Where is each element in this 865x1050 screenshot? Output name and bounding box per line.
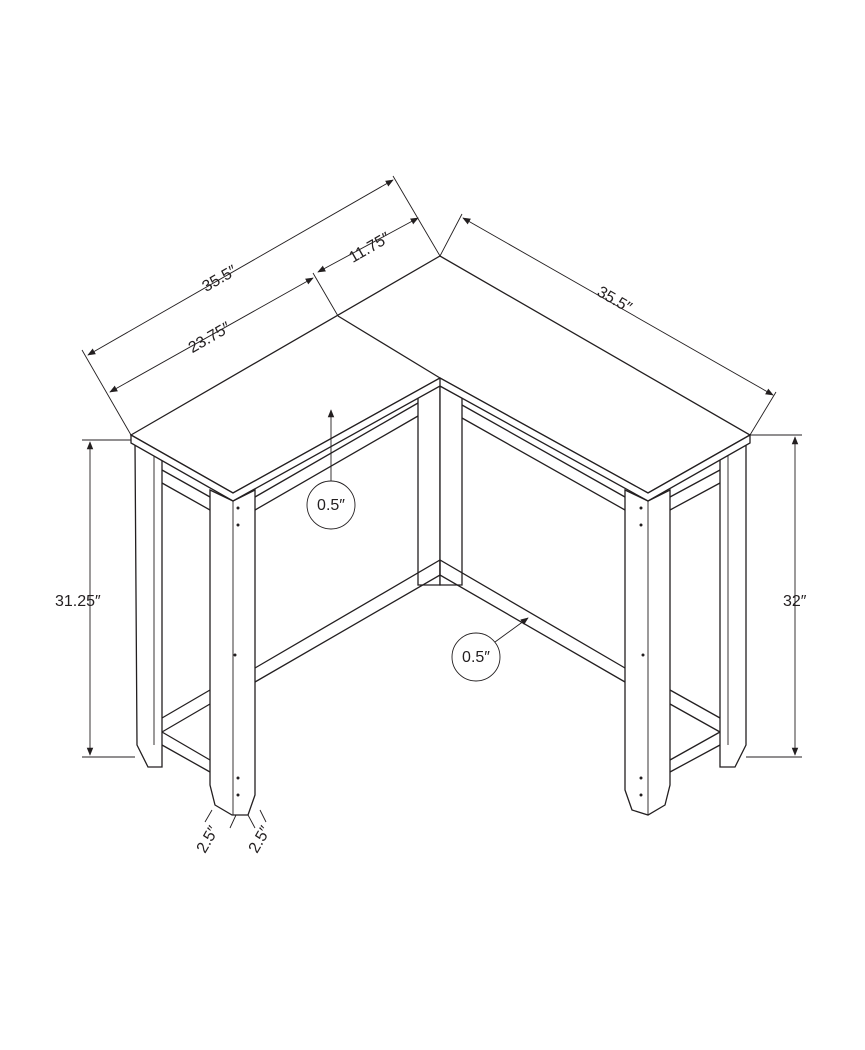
label-height-left: 31.25″ [55,593,101,610]
table-legs [134,384,747,816]
label-height-right: 32″ [783,593,807,610]
label-top-thickness: 0.5″ [317,497,345,514]
back-right-leg [719,441,747,768]
dimension-lines [81,175,802,829]
label-inner-width-left: 23.75″ [186,319,234,357]
callout-circle-apron [451,632,501,682]
table-top [129,255,752,502]
label-total-width-right: 35.5″ [594,284,635,317]
corner-left-leg [417,385,441,586]
front-left-leg [209,488,256,816]
label-leg-width-a: 2.5″ [194,823,223,856]
label-total-width-left: 35.5″ [200,262,241,295]
label-top-depth: 11.75″ [346,229,393,266]
label-leg-width-b: 2.5″ [246,823,275,856]
front-right-leg [624,488,671,816]
back-left-leg [134,441,163,768]
callout-circle-top [306,480,356,530]
corner-right-leg [439,384,463,586]
aprons [161,402,721,773]
label-apron-thickness: 0.5″ [462,649,490,666]
